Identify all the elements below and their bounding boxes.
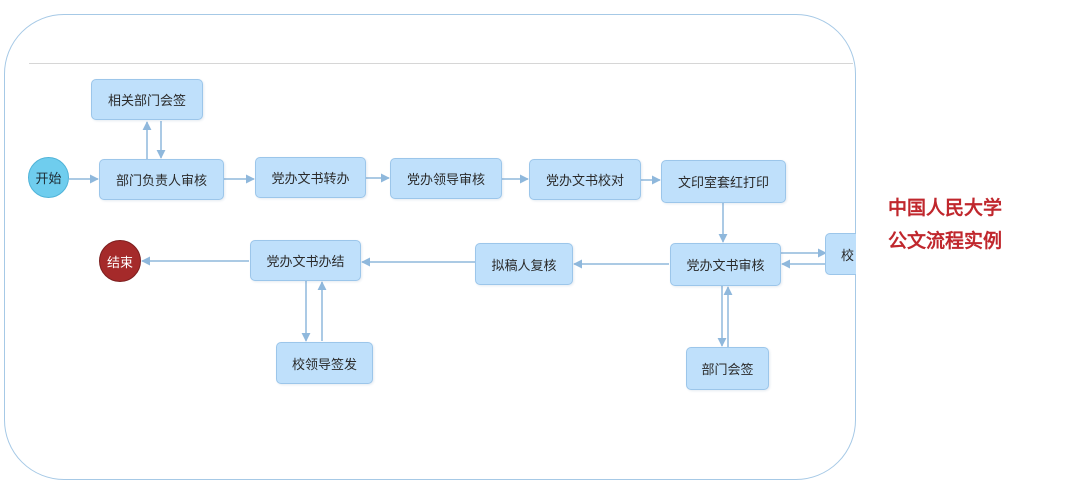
node-school-leader-sign: 校领导签发 [276,342,373,384]
side-title-line2: 公文流程实例 [888,230,1003,252]
node-office-close: 党办文书办结 [250,240,361,281]
node-print-room: 文印室套红打印 [661,160,786,203]
node-partial: 校 [825,233,856,275]
node-office-transfer: 党办文书转办 [255,157,366,198]
end-node: 结束 [99,240,141,282]
side-title: 中国人民大学 公文流程实例 [888,192,1068,258]
start-node: 开始 [28,157,69,198]
node-office-doc-review: 党办文书审核 [670,243,781,286]
node-office-leader-review: 党办领导审核 [390,158,502,199]
canvas-divider [29,63,853,64]
node-dept-head-review: 部门负责人审核 [99,159,224,200]
partial-node-clip: 校 [825,233,856,275]
side-title-line1: 中国人民大学 [888,197,1003,219]
node-office-proofread: 党办文书校对 [529,159,641,200]
node-dept-sign: 部门会签 [686,347,769,390]
node-drafter-recheck: 拟稿人复核 [475,243,573,285]
node-dept-countersign: 相关部门会签 [91,79,203,120]
